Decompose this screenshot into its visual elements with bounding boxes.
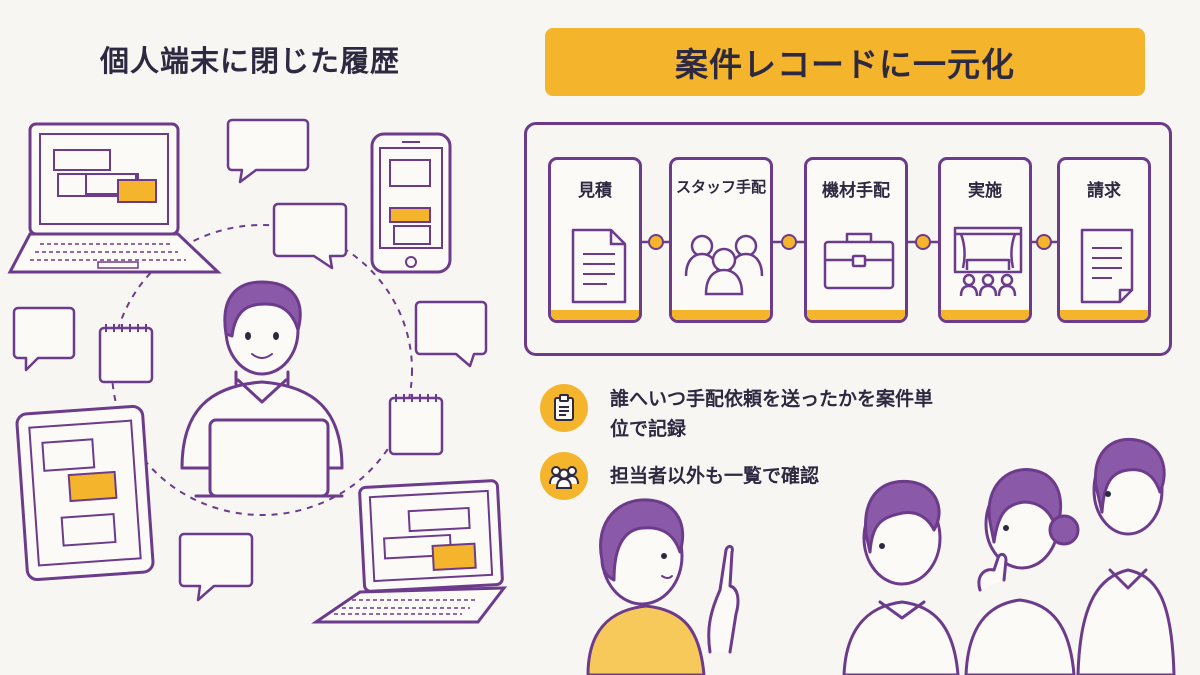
tablet-icon: [15, 404, 155, 582]
flow-step-invoice: 請求: [1057, 157, 1151, 323]
smartphone-icon: [370, 132, 452, 274]
man-body: [842, 600, 960, 675]
equipment-case-icon: [823, 232, 895, 290]
document-icon: [571, 228, 627, 304]
laptop-top-left-icon: [7, 122, 222, 274]
flow-connector: [907, 234, 939, 250]
card-accent-bar: [672, 310, 770, 320]
tall-man-body: [1076, 568, 1176, 675]
laptop-bottom-right-icon: [311, 479, 508, 624]
flow-connector: [640, 234, 672, 250]
woman-bun-body: [964, 598, 1076, 675]
flow-step-execution: 実施: [938, 157, 1032, 323]
flow-step-label: 請求: [1087, 181, 1121, 201]
card-accent-bar: [1060, 310, 1148, 320]
left-title: 個人端末に閉じた履歴: [99, 44, 400, 78]
calendar-icon: [388, 394, 444, 456]
speech-bubble-icon: [272, 202, 348, 270]
stage-audience-icon: [953, 226, 1023, 297]
flow-frame: [524, 122, 1172, 356]
card-accent-bar: [941, 310, 1029, 320]
card-accent-bar: [807, 310, 905, 320]
flow-step-label: 機材手配: [822, 181, 890, 201]
flow-step-estimate: 見積: [548, 157, 642, 323]
bullet-record: 誰へいつ手配依頼を送ったかを案件単位で記録: [540, 384, 950, 444]
team-people-illustration: [586, 437, 1176, 675]
flow-step-equipment: 機材手配: [804, 157, 908, 323]
person-with-laptop-icon: [180, 280, 344, 498]
bullet-text: 誰へいつ手配依頼を送ったかを案件単位で記録: [610, 388, 934, 440]
flow-step-staff: スタッフ手配: [669, 157, 773, 323]
card-accent-bar: [551, 310, 639, 320]
speech-bubble-icon: [12, 306, 76, 372]
bullet-text: 担当者以外も一覧で確認: [610, 465, 820, 487]
team-icon: [540, 452, 588, 500]
speech-bubble-icon: [414, 300, 488, 368]
banner-title: 案件レコードに一元化: [545, 28, 1145, 96]
flow-connector: [772, 234, 806, 250]
woman-body: [586, 604, 706, 675]
speech-bubble-icon: [178, 532, 254, 602]
flow-connector: [1030, 234, 1058, 250]
calendar-icon: [98, 324, 154, 384]
staff-group-icon: [684, 234, 764, 296]
clipboard-icon: [540, 384, 588, 432]
speech-bubble-icon: [226, 118, 310, 184]
bullet-shared-view: 担当者以外も一覧で確認: [540, 452, 950, 500]
flow-step-label: 見積: [578, 181, 612, 201]
scattered-devices-illustration: [7, 118, 508, 624]
invoice-icon: [1080, 228, 1134, 304]
flow-step-label: 実施: [968, 181, 1002, 201]
dashed-orbit: [111, 224, 413, 516]
flow-step-label: スタッフ手配: [675, 178, 766, 196]
